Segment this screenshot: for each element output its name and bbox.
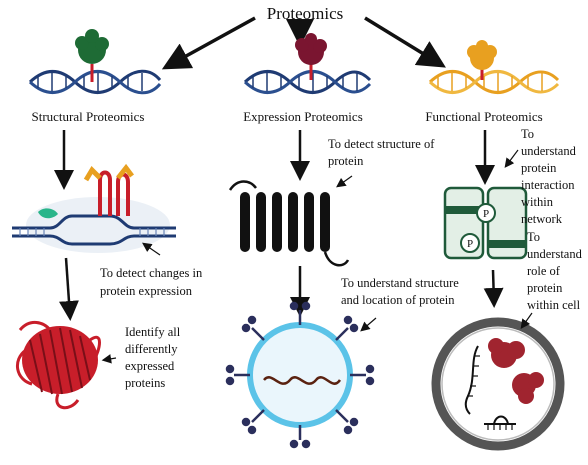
- annotation-line: To: [521, 127, 534, 141]
- annotation-structural-identify: Identify all differently expressed prote…: [125, 325, 183, 390]
- page-title: Proteomics: [267, 4, 344, 23]
- protein-interaction-icon: P P: [443, 186, 528, 260]
- annotation-line: To: [527, 230, 540, 244]
- branch-label-expression: Expression Proteomics: [243, 109, 363, 124]
- arrow-functional-2: [483, 269, 504, 308]
- branch-label-structural: Structural Proteomics: [31, 109, 144, 124]
- pointer-expression-location: [360, 317, 377, 332]
- functional-cell-icon: [431, 317, 565, 451]
- annotation-structural-expression: To detect changes in protein expression: [100, 266, 205, 298]
- functional-dna-icon: [428, 70, 560, 94]
- annotation-line: Identify all: [125, 325, 181, 339]
- pointer-expression-structure: [336, 175, 353, 188]
- annotation-line: To detect changes in: [100, 266, 203, 280]
- annotation-line: protein expression: [100, 284, 193, 298]
- title-arrows: [161, 16, 446, 70]
- phospho-marker: [460, 233, 480, 253]
- annotation-line: protein: [527, 281, 563, 295]
- phospho-label: P: [483, 208, 489, 220]
- annotation-line: understand: [521, 144, 577, 158]
- annotation-line: role of: [527, 264, 561, 278]
- annotation-line: understand: [527, 247, 583, 261]
- annotation-expression-structure: To detect structure of protein: [328, 137, 438, 168]
- annotation-expression-location: To understand structure and location of …: [341, 276, 462, 307]
- annotation-line: proteins: [125, 376, 165, 390]
- annotation-line: differently: [125, 342, 178, 356]
- annotation-line: within cell: [527, 298, 581, 312]
- structural-gene-expression-illustration: [12, 163, 176, 253]
- transmembrane-protein-icon: [228, 180, 350, 267]
- beta-barrel-protein-icon: [16, 321, 101, 410]
- pointer-functional-interaction: [504, 149, 519, 168]
- annotation-line: To detect structure of: [328, 137, 435, 151]
- structural-protein-icon: [75, 29, 109, 82]
- annotation-line: and location of protein: [341, 293, 455, 307]
- annotation-line: protein: [521, 161, 557, 175]
- phospho-label: P: [467, 238, 473, 250]
- cell-membrane-icon: [225, 301, 375, 449]
- pointer-structural-expression: [142, 242, 161, 256]
- down-arrows: [54, 130, 504, 321]
- annotation-line: within: [521, 195, 554, 209]
- branch-label-functional: Functional Proteomics: [425, 109, 542, 124]
- structural-dna-icon: [28, 69, 162, 95]
- annotation-functional-role: To understand role of protein within cel…: [527, 230, 585, 312]
- annotation-functional-interaction: To understand protein interaction within…: [521, 127, 579, 226]
- arrow-to-functional: [364, 16, 446, 68]
- annotation-line: interaction: [521, 178, 575, 192]
- expression-protein-icon: [295, 33, 327, 80]
- functional-protein-icon: [467, 40, 497, 80]
- arrow-to-structural: [161, 16, 256, 70]
- annotation-line: protein: [328, 154, 364, 168]
- phospho-marker: [476, 203, 496, 223]
- pointer-structural-identify: [101, 354, 117, 364]
- expression-dna-icon: [243, 70, 372, 94]
- annotation-line: network: [521, 212, 563, 226]
- annotation-line: To understand structure: [341, 276, 459, 290]
- pointer-functional-role: [520, 312, 533, 329]
- annotation-line: expressed: [125, 359, 175, 373]
- arrow-structural-2: [58, 257, 79, 321]
